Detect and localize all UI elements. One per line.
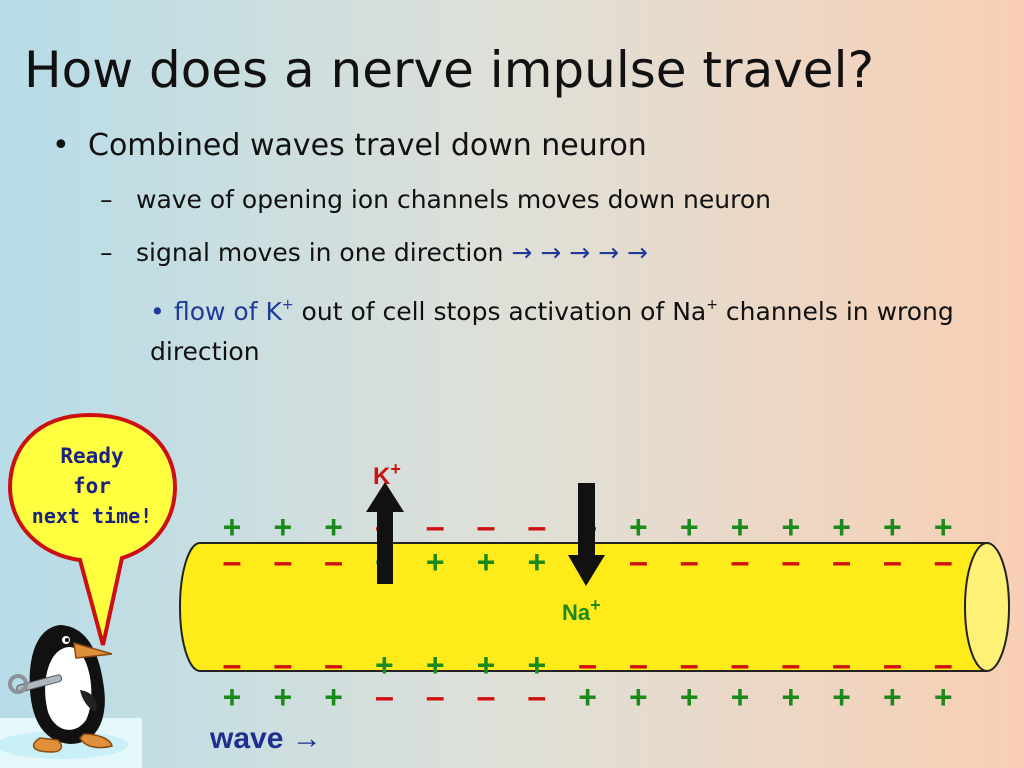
sub-sub-bullet-marker: • <box>150 297 165 326</box>
sub-bullet-marker: – <box>100 238 113 267</box>
negative-charge-sign: – <box>375 678 394 716</box>
positive-charge-sign: + <box>781 679 800 715</box>
positive-charge-sign: + <box>934 679 953 715</box>
positive-charge-sign: + <box>477 544 496 580</box>
positive-charge-sign: + <box>273 679 292 715</box>
negative-charge-sign: – <box>273 543 292 581</box>
positive-charge-sign: + <box>527 544 546 580</box>
k-ion-label: K+ <box>373 459 401 490</box>
mascot: Ready for next time! <box>0 412 178 768</box>
k-superscript: + <box>281 297 294 313</box>
negative-charge-sign: – <box>426 678 445 716</box>
negative-charge-sign: – <box>426 508 445 546</box>
negative-charge-sign: – <box>629 646 648 684</box>
wave-direction-label: wave → <box>210 722 322 755</box>
positive-charge-sign: + <box>883 509 902 545</box>
positive-charge-sign: + <box>477 647 496 683</box>
positive-charge-sign: + <box>223 679 242 715</box>
positive-charge-sign: + <box>680 509 699 545</box>
positive-charge-sign: + <box>832 509 851 545</box>
negative-charge-sign: – <box>883 543 902 581</box>
positive-charge-sign: + <box>324 509 343 545</box>
positive-charge-sign: + <box>832 679 851 715</box>
bullet-text: Combined waves travel down neuron <box>88 128 647 163</box>
positive-charge-sign: + <box>527 647 546 683</box>
na-superscript: + <box>706 297 718 313</box>
positive-charge-sign: + <box>731 509 750 545</box>
speech-line-3: next time! <box>32 504 152 528</box>
negative-charge-sign: – <box>223 646 242 684</box>
positive-charge-sign: + <box>883 679 902 715</box>
positive-charge-sign: + <box>273 509 292 545</box>
negative-charge-sign: – <box>781 646 800 684</box>
negative-charge-sign: – <box>680 543 699 581</box>
sub-bullet-text: wave of opening ion channels moves down … <box>136 185 771 214</box>
na-inflow-arrow <box>568 483 605 586</box>
positive-charge-sign: + <box>680 679 699 715</box>
negative-charge-sign: – <box>934 543 953 581</box>
positive-charge-sign: + <box>578 679 597 715</box>
k-flow-highlight: flow of K <box>174 297 282 326</box>
sub-sub-bullet-k-flow: •flow of K+ out of cell stops activation… <box>150 285 970 372</box>
negative-charge-sign: – <box>477 678 496 716</box>
negative-charge-sign: – <box>324 646 343 684</box>
positive-charge-sign: + <box>324 679 343 715</box>
negative-charge-sign: – <box>324 543 343 581</box>
sub-bullet-one-direction: –signal moves in one direction → → → → → <box>100 236 648 270</box>
na-ion-label: Na+ <box>562 595 601 625</box>
negative-charge-sign: – <box>527 508 546 546</box>
k-flow-mid: out of cell stops activation of Na <box>293 297 707 326</box>
speech-line-2: for <box>73 474 111 498</box>
k-outflow-arrow <box>366 482 404 584</box>
negative-charge-sign: – <box>629 543 648 581</box>
negative-charge-sign: – <box>731 646 750 684</box>
bullet-combined-waves: • Combined waves travel down neuron <box>52 126 647 166</box>
sub-bullet-wave-channels: –wave of opening ion channels moves down… <box>100 183 771 217</box>
positive-charge-sign: + <box>731 679 750 715</box>
speech-line-1: Ready <box>60 444 124 468</box>
direction-arrows: → → → → → <box>511 238 648 267</box>
negative-charge-sign: – <box>781 543 800 581</box>
positive-charge-sign: + <box>934 509 953 545</box>
sub-bullet-marker: – <box>100 185 113 214</box>
positive-charge-sign: + <box>629 509 648 545</box>
positive-charge-sign: + <box>629 679 648 715</box>
k-flow-tail: channels in wrong direction <box>150 297 954 366</box>
negative-charge-sign: – <box>832 646 851 684</box>
slide-title: How does a nerve impulse travel? <box>24 41 874 99</box>
negative-charge-sign: – <box>477 508 496 546</box>
positive-charge-sign: + <box>426 647 445 683</box>
bullet-marker: • <box>52 128 70 163</box>
positive-charge-sign: + <box>223 509 242 545</box>
negative-charge-sign: – <box>883 646 902 684</box>
negative-charge-sign: – <box>223 543 242 581</box>
positive-charge-sign: + <box>781 509 800 545</box>
negative-charge-sign: – <box>832 543 851 581</box>
sub-bullet-text: signal moves in one direction <box>136 238 504 267</box>
negative-charge-sign: – <box>680 646 699 684</box>
negative-charge-sign: – <box>273 646 292 684</box>
charge-signs: +++–––––+++++++–––++++–––––––––––++++–––… <box>223 508 953 716</box>
negative-charge-sign: – <box>527 678 546 716</box>
speech-bubble: Ready for next time! <box>7 412 178 646</box>
negative-charge-sign: – <box>578 646 597 684</box>
negative-charge-sign: – <box>731 543 750 581</box>
positive-charge-sign: + <box>375 647 394 683</box>
penguin-icon <box>0 625 142 768</box>
positive-charge-sign: + <box>426 544 445 580</box>
negative-charge-sign: – <box>934 646 953 684</box>
